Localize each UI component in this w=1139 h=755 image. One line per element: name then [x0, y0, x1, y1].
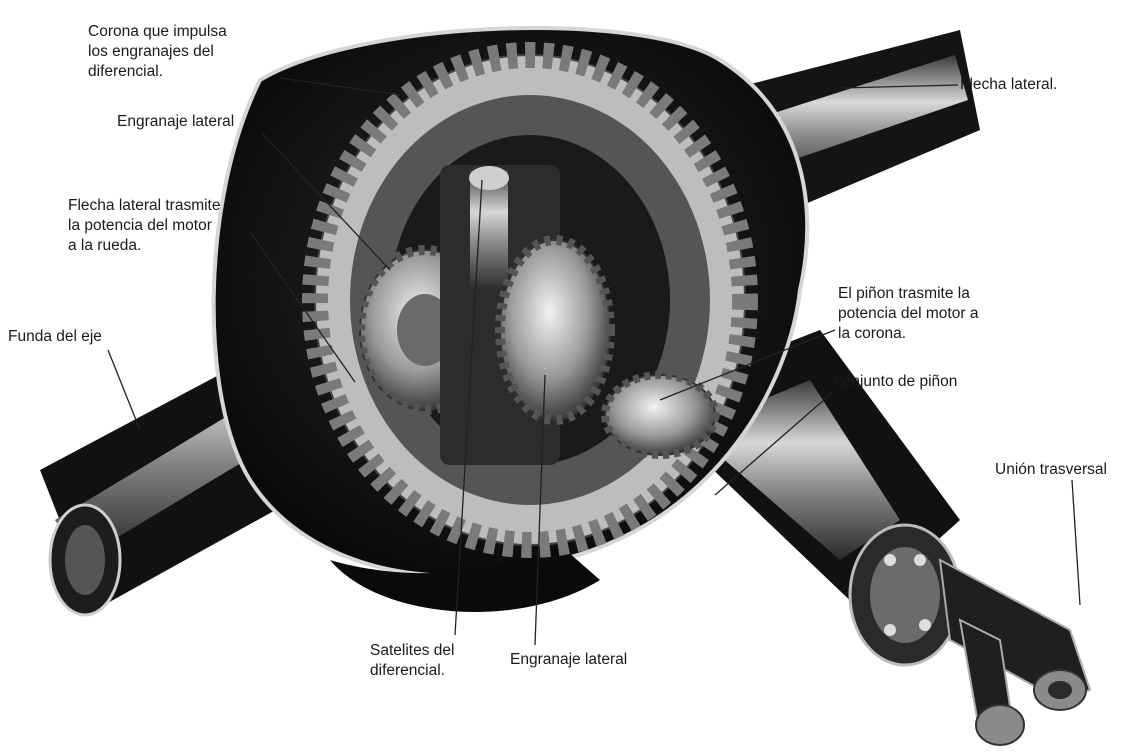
- universal-joint-yoke: [850, 525, 1090, 745]
- label-corona: Corona que impulsa los engranajes del di…: [88, 22, 227, 82]
- label-engranaje-lateral-bottom: Engranaje lateral: [510, 650, 627, 670]
- label-pinon-trasmite: El piñon trasmite la potencia del motor …: [838, 284, 978, 344]
- label-engranaje-lateral-top: Engranaje lateral: [117, 112, 234, 132]
- leader-funda-eje: [108, 350, 140, 430]
- label-funda-eje: Funda del eje: [8, 327, 102, 347]
- leader-union-trasversal: [1072, 480, 1080, 605]
- pinion-gear: [605, 375, 715, 455]
- label-conjunto-pinon: conjunto de piñon: [835, 372, 957, 392]
- label-flecha-lateral: Flecha lateral.: [960, 75, 1057, 95]
- label-flecha-trasmite: Flecha lateral trasmite la potencia del …: [68, 196, 220, 256]
- label-union-trasversal: Unión trasversal: [995, 460, 1107, 480]
- label-satelites: Satelites del diferencial.: [370, 641, 454, 681]
